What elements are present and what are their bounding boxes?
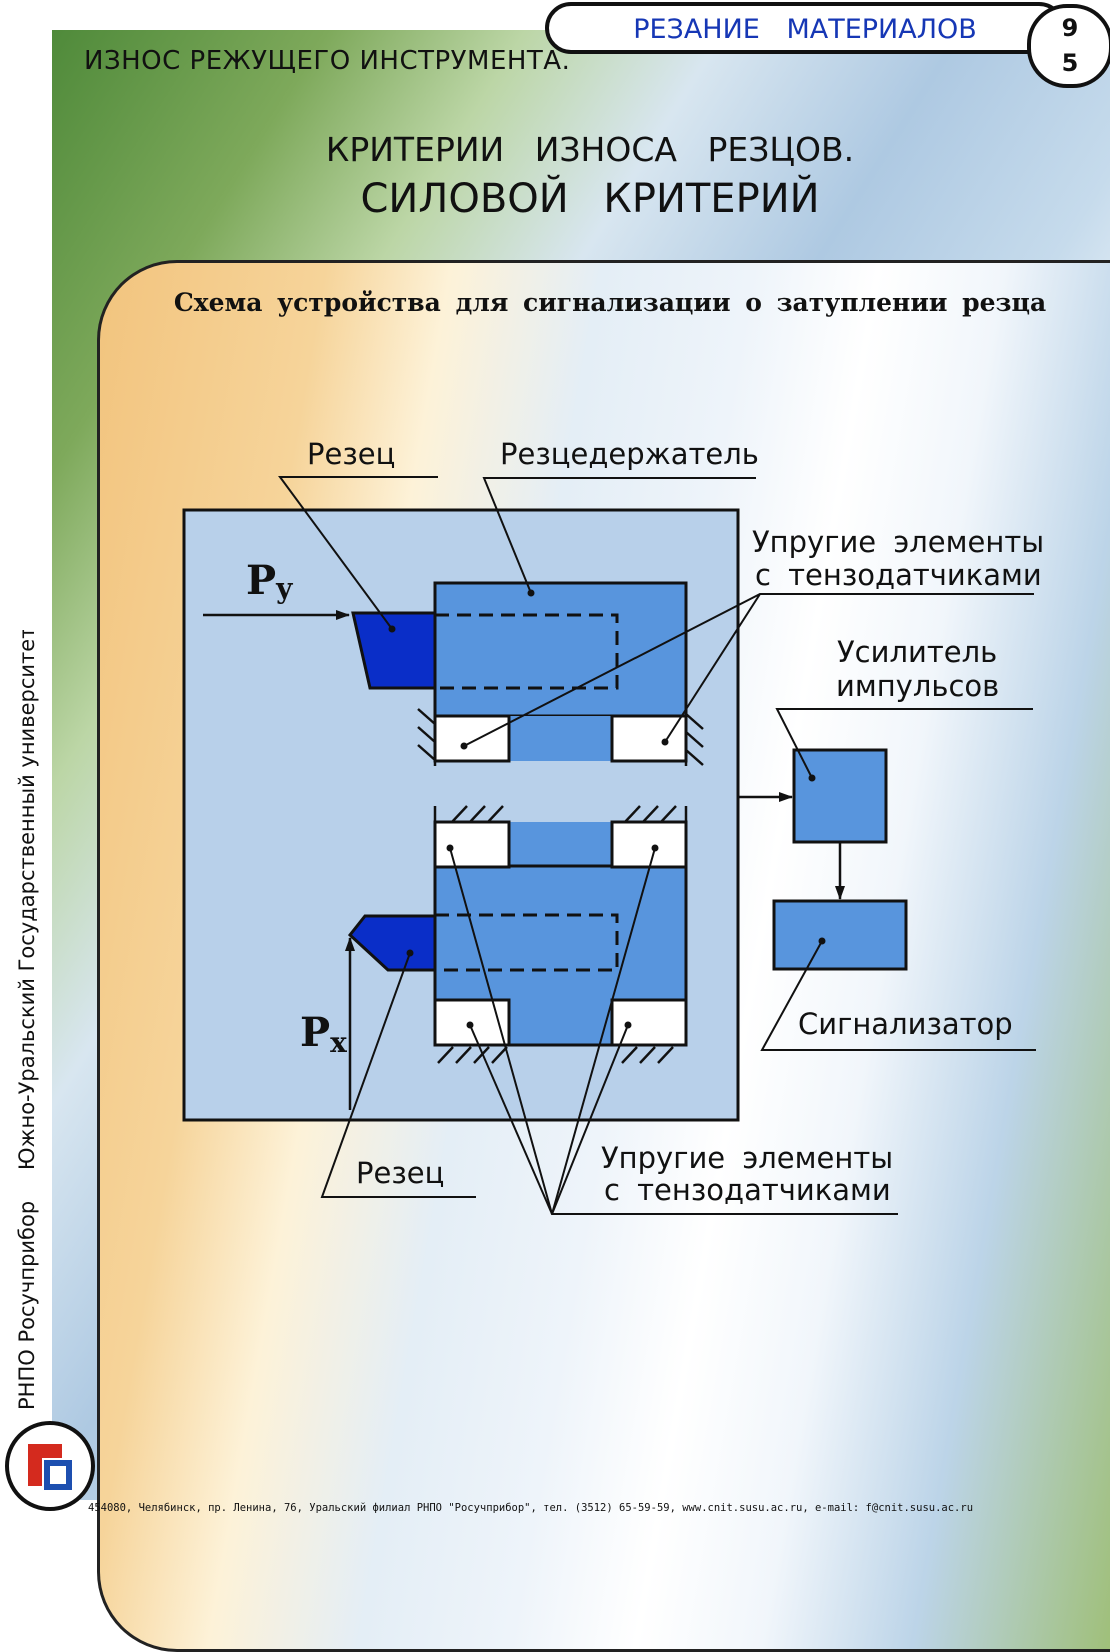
- label-amplifier-2: импульсов: [836, 669, 999, 703]
- course-title: РЕЗАНИЕ МАТЕРИАЛОВ: [633, 14, 977, 45]
- label-holder: Резцедержатель: [500, 437, 759, 471]
- lower-top-left-elastic-element: [433, 820, 511, 869]
- leader-dots: [388, 589, 826, 1029]
- label-cutter-bottom: Резец: [356, 1156, 444, 1190]
- device-diagram: Py Px Резец Резцедержатель Упругие элеме…: [182, 437, 1044, 1215]
- heading-line1: КРИТЕРИИ ИЗНОСА РЕЗЦОВ.: [325, 130, 855, 169]
- label-signaler: Сигнализатор: [798, 1007, 1013, 1041]
- amplifier-block: [792, 748, 888, 844]
- force-py-label: Py: [246, 557, 293, 605]
- page-number-badge: 9 5: [1027, 4, 1110, 88]
- label-elastic-top-2: с тензодатчиками: [755, 558, 1042, 592]
- topic-title: ИЗНОС РЕЖУЩЕГО ИНСТРУМЕНТА.: [84, 46, 571, 76]
- page-number-top: 9: [1061, 14, 1079, 42]
- upper-cutter: [351, 611, 437, 690]
- course-title-tab: РЕЗАНИЕ МАТЕРИАЛОВ: [545, 2, 1065, 54]
- label-elastic-top-1: Упругие элементы: [752, 525, 1044, 559]
- label-elastic-bottom-2: с тензодатчиками: [604, 1173, 891, 1207]
- rnpo-logo: [5, 1421, 95, 1511]
- page-number-bottom: 5: [1061, 49, 1079, 77]
- force-px-label: Px: [300, 1009, 347, 1059]
- upper-left-elastic-element: [433, 714, 511, 763]
- label-cutter-top: Резец: [307, 437, 395, 471]
- svg-text:РНПО Росучприбор Южно-Ур: РНПО Росучприбор Южно-Уральский Государс…: [15, 630, 39, 1410]
- lower-cutter: [347, 914, 437, 972]
- sidebar-text: РНПО Росучприбор Южно-Уральский Государс…: [15, 630, 39, 1410]
- signaler-block: [772, 899, 908, 971]
- label-elastic-bottom-1: Упругие элементы: [601, 1141, 893, 1175]
- footer-address: 454080, Челябинск, пр. Ленина, 76, Ураль…: [88, 1502, 974, 1514]
- label-amplifier-1: Усилитель: [837, 635, 997, 669]
- upper-right-elastic-element: [610, 714, 688, 763]
- lower-bottom-right-elastic-element: [610, 998, 688, 1047]
- leader-lines: [278, 476, 1036, 1215]
- sidebar-org2: Южно-Уральский Государственный университ…: [15, 630, 39, 1170]
- lower-top-right-elastic-element: [610, 820, 688, 869]
- diagram-subtitle: Схема устройства для сигнализации о зату…: [173, 288, 1047, 317]
- lower-support-hatching: [433, 805, 688, 1064]
- upper-support-hatching: [417, 706, 704, 766]
- heading-line2: СИЛОВОЙ КРИТЕРИЙ: [360, 176, 820, 222]
- sidebar-org1: РНПО Росучприбор: [15, 1201, 39, 1410]
- sidebar: РНПО Росучприбор Южно-Уральский Государс…: [0, 0, 52, 1521]
